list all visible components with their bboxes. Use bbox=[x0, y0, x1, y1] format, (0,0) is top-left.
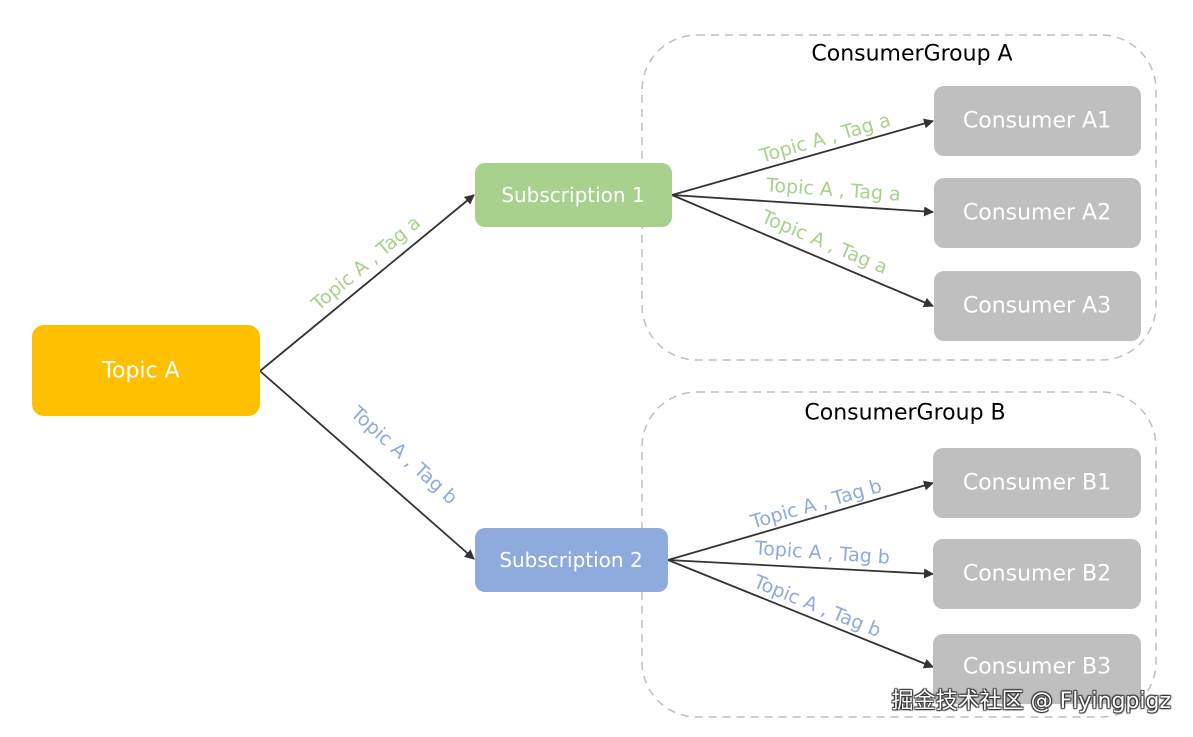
consumer-a2-box[interactable] bbox=[934, 178, 1141, 248]
consumer-a1-label: Consumer A1 bbox=[963, 109, 1111, 134]
edge-sub1-to-consumer-a3 bbox=[671, 194, 934, 308]
consumer-b2-box[interactable] bbox=[933, 539, 1141, 609]
consumer-group-b-title: ConsumerGroup B bbox=[804, 401, 1005, 426]
consumer-b3-label: Consumer B3 bbox=[963, 655, 1111, 680]
subscription-1-label: Subscription 1 bbox=[501, 183, 644, 207]
topic-node[interactable]: Topic A bbox=[32, 325, 260, 416]
consumer-a3-label: Consumer A3 bbox=[963, 294, 1111, 319]
edge-label-consumer-a2: Topic A , Tag a bbox=[764, 174, 901, 205]
edge-sub1-to-consumer-a2 bbox=[671, 194, 934, 217]
subscription-2-label: Subscription 2 bbox=[499, 548, 642, 572]
subscription-1-node[interactable]: Subscription 1 bbox=[475, 163, 672, 227]
topic-node-label: Topic A bbox=[101, 359, 179, 384]
consumer-b2-label: Consumer B2 bbox=[963, 562, 1111, 587]
edge-label-consumer-b3: Topic A , Tag b bbox=[750, 571, 885, 642]
consumer-a2-node[interactable]: Consumer A2 bbox=[934, 178, 1141, 248]
subscription-2-node[interactable]: Subscription 2 bbox=[475, 528, 668, 592]
edge-label-subscription-2: Topic A , Tag b bbox=[346, 401, 462, 508]
edge-sub2-to-consumer-b2 bbox=[667, 559, 934, 579]
consumer-b2-node[interactable]: Consumer B2 bbox=[933, 539, 1141, 609]
subscription-1-box[interactable] bbox=[475, 163, 672, 227]
edge-topic-to-subscription-2 bbox=[259, 370, 475, 560]
watermark: 掘金技术社区 @ Flyingpigz bbox=[891, 689, 1171, 714]
edge-label-consumer-b2: Topic A , Tag b bbox=[753, 537, 890, 568]
edge-sub2-to-consumer-b1 bbox=[667, 480, 934, 561]
consumer-group-a-title: ConsumerGroup A bbox=[811, 42, 1012, 67]
consumer-b3-box[interactable] bbox=[933, 634, 1141, 704]
edge-sub1-to-consumer-a1 bbox=[671, 118, 934, 196]
edge-label-consumer-a3: Topic A , Tag a bbox=[757, 206, 891, 279]
consumer-a1-node[interactable]: Consumer A1 bbox=[934, 86, 1141, 156]
consumer-b1-label: Consumer B1 bbox=[963, 471, 1111, 496]
edge-label-consumer-b1: Topic A , Tag b bbox=[747, 475, 884, 534]
edge-topic-to-subscription-1 bbox=[259, 194, 475, 372]
consumer-a3-node[interactable]: Consumer A3 bbox=[934, 271, 1141, 341]
consumer-a2-label: Consumer A2 bbox=[963, 201, 1111, 226]
consumer-b3-node[interactable]: Consumer B3 bbox=[933, 634, 1141, 704]
consumer-b1-box[interactable] bbox=[933, 448, 1141, 518]
consumer-b1-node[interactable]: Consumer B1 bbox=[933, 448, 1141, 518]
edge-sub2-to-consumer-b3 bbox=[667, 559, 934, 669]
edge-label-subscription-1: Topic A , Tag a bbox=[307, 212, 425, 316]
topic-node-box[interactable] bbox=[32, 325, 260, 416]
consumer-a3-box[interactable] bbox=[934, 271, 1141, 341]
consumer-a1-box[interactable] bbox=[934, 86, 1141, 156]
subscription-2-box[interactable] bbox=[475, 528, 668, 592]
